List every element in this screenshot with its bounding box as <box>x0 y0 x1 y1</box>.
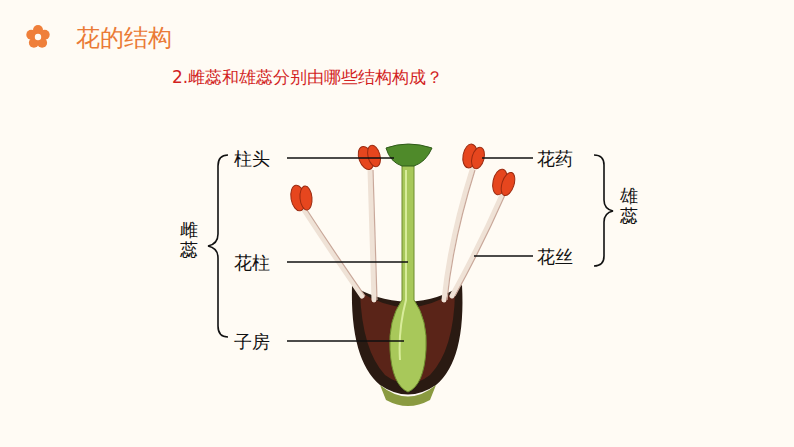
flower-icon <box>26 25 49 48</box>
part-name: 花药 <box>537 147 573 171</box>
part-name: 柱头 <box>234 147 270 171</box>
part-name: 花柱 <box>234 251 270 275</box>
group-name: 雌蕊 <box>180 220 198 260</box>
part-name: 子房 <box>234 330 270 354</box>
slide-title: 花的结构 <box>76 22 172 54</box>
part-name: 花丝 <box>537 245 573 269</box>
question-heading: 2.雌蕊和雄蕊分别由哪些结构构成？ <box>172 66 443 89</box>
group-name: 雄蕊 <box>620 186 638 226</box>
